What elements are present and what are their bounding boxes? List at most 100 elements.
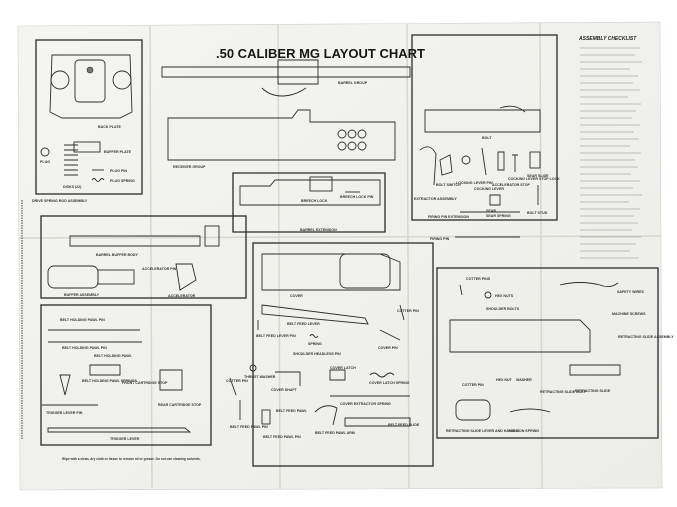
cover-latch-spring-label: COVER LATCH SPRING: [369, 381, 410, 385]
checklist-title: ASSEMBLY CHECKLIST: [578, 36, 637, 42]
belt-holding-pawl-pin-label: BELT HOLDING PAWL PIN: [60, 318, 105, 322]
back-plate-drawing: [49, 54, 133, 119]
chart-title: .50 CALIBER MG LAYOUT CHART: [216, 46, 425, 61]
belt-holding-pawl-springs-label: BELT HOLDING PAWL SPRINGS: [82, 379, 138, 383]
discs-label: DISKS (22): [63, 185, 82, 189]
cover-latch-spring-drawing: [369, 372, 395, 378]
shoulder-bolts-label: SHOULDER BOLTS: [486, 307, 520, 311]
retracting-slide-box: [436, 267, 659, 439]
belt-feed-pawl-pin-label: BELT FEED PAWL PIN: [230, 425, 268, 429]
holding-pawl-section: BELT HOLDING PAWL PIN BELT HOLDING PAWL …: [42, 318, 202, 441]
barrel-buffer-body-label: BARREL BUFFER BODY: [96, 253, 138, 257]
buffer-box: [40, 215, 247, 299]
retracting-slide-drawing: [569, 364, 621, 376]
bolt-drawing: [424, 109, 541, 133]
retracting-slide-bolt-label: RETRACTING SLIDE BOLT: [540, 390, 586, 394]
belt-feed-slide-label: BELT FEED SLIDE: [388, 423, 420, 427]
extractor-drawing: [419, 146, 437, 186]
cover-pin-drawing: [379, 329, 401, 341]
belt-feed-slide-drawing: [344, 417, 411, 427]
cocking-lever-label: COCKING LEVER: [474, 187, 504, 191]
cover-label: COVER: [290, 294, 303, 298]
receiver-drawing: [167, 109, 396, 161]
torsion-spring-label: TORSION SPRING: [508, 429, 539, 433]
cotter-pins-label: COTTER PINS: [466, 277, 491, 281]
thrust-washer-drawing: [249, 364, 257, 372]
cartridge-stop-drawing: [159, 369, 183, 391]
safety-wires-drawing: [559, 282, 619, 288]
safety-wires-label: SAFETY WIRES: [617, 290, 644, 294]
accelerator-label: ACCELERATOR: [168, 294, 196, 298]
rear-cartridge-stop-label: REAR CARTRIDGE STOP: [158, 403, 202, 407]
belt-holding-pawl-label: BELT HOLDING PAWL: [94, 354, 133, 358]
hex-nuts-label: HEX NUTS: [495, 294, 514, 298]
thrust-washer-label: THRUST WASHER: [244, 375, 276, 379]
cover-extractor-spring-label: COVER EXTRACTOR SPRING: [340, 402, 391, 406]
belt-feed-pawl-arm-drawing: [314, 405, 338, 426]
extractor-label: EXTRACTOR ASSEMBLY: [414, 197, 457, 201]
holding-pawl-box: [40, 304, 212, 446]
poster-sheet: [17, 21, 663, 491]
back-plate-label: BACK PLATE: [98, 125, 121, 129]
bolt-label: BOLT: [482, 136, 492, 140]
machine-screws-label: MACHINE SCREWS: [612, 312, 646, 316]
cover-cotter-pin2-label: COTTER PIN: [226, 379, 248, 383]
barrel-group-label: BARREL GROUP: [338, 81, 368, 85]
accelerator-stop-drawing: [497, 151, 505, 171]
sear-slide-drawing: [529, 151, 541, 169]
bolt-stud-label: BOLT STUD: [527, 211, 548, 215]
footer-note: Wipe with a clean, dry cloth or tissue t…: [62, 457, 201, 461]
buffer-assembly-label: BUFFER ASSEMBLY: [64, 293, 100, 297]
retracting-slide-section: COTTER PINS HEX NUTS SHOULDER BOLTS SAFE…: [446, 277, 674, 433]
sear-label: SEAR: [486, 209, 496, 213]
barrel-extension-label: BARREL EXTENSION: [300, 228, 337, 232]
washer-label: WASHER: [516, 378, 532, 382]
drive-spring-label: DRIVE SPRING ROD ASSEMBLY: [32, 199, 88, 203]
firing-pin-extension-label: FIRING PIN EXTENSION: [428, 215, 469, 219]
breech-lock-drawing: [309, 176, 333, 192]
locking-lever-pin-label: LOCKING LEVER PIN: [456, 181, 493, 185]
belt-feed-pawl-arm-label: BELT FEED PAWL ARM: [315, 431, 355, 435]
accelerator-pin-label: ACCELERATOR PIN: [142, 267, 177, 271]
belt-feed-pawl-label: BELT FEED PAWL: [276, 409, 308, 413]
shoulder-headless-pin-label: SHOULDER HEADLESS PIN: [293, 352, 341, 356]
barrel-extension-section: BREECH LOCK BREECH LOCK PIN BARREL EXTEN…: [239, 176, 381, 232]
drive-spring-label-text: DRIVE SPRING ROD ASSEMBLY: [32, 199, 88, 203]
plug-pin-label: PLUG PIN: [110, 169, 127, 173]
spring-drawing: [309, 334, 319, 338]
retracting-slide-label: RETRACTING SLIDE: [575, 389, 611, 393]
back-plate-section: BACK PLATE BUFFER PLATE PLUG DISKS (22) …: [40, 54, 135, 189]
bolt-section: BOLT EXTRACTOR ASSEMBLY BOLT SWITCH LOCK…: [414, 105, 560, 241]
receiver-box: [232, 172, 386, 233]
accelerator-drawing: [175, 263, 197, 291]
belt-feed-spring-label: BELT FEED PAWL PIN: [263, 435, 301, 439]
retract-cotter-pin-label: COTTER PIN: [462, 383, 484, 387]
checklist-lines: [580, 47, 642, 259]
plug-spring-drawing: [91, 178, 105, 182]
bolt-box: [411, 34, 558, 221]
front-cartridge-stop-label: FRONT CARTRIDGE STOP: [122, 381, 168, 385]
buffer-plate-drawing: [73, 141, 101, 153]
cover-box: [252, 242, 434, 467]
hex-nut-label: HEX NUT: [496, 378, 513, 382]
cover-latch-drawing: [329, 369, 346, 381]
receiver-group-label: RECEIVER GROUP: [173, 165, 206, 169]
accelerator-stop-label: ACCELERATOR STOP: [492, 183, 531, 187]
sear-slide-label: SEAR SLIDE: [527, 174, 549, 178]
retracting-handle-drawing: [455, 399, 491, 421]
cover-cotter-pin-drawing: [399, 304, 405, 321]
plug-label: PLUG: [40, 160, 50, 164]
breech-lock-label: BREECH LOCK: [301, 199, 328, 203]
trigger-lever-pin-label: TRIGGER LEVER PIN: [46, 411, 83, 415]
cover-shaft-drawing: [275, 371, 301, 386]
breech-lock-pin-label: BREECH LOCK PIN: [340, 195, 374, 199]
drive-spring-section: DRIVE SPRING ROD ASSEMBLY: [21, 199, 88, 440]
discs-drawing: [64, 144, 78, 176]
section-boxes: [35, 34, 659, 467]
cover-latch-label: COVER LATCH: [330, 366, 356, 370]
barrel-extension-drawing: [239, 179, 381, 206]
stop-lock-label: COCKING LEVER STOP LOCK: [508, 177, 560, 181]
plug-drawing: [40, 147, 50, 157]
cover-cotter-pin2-drawing: [229, 377, 237, 396]
